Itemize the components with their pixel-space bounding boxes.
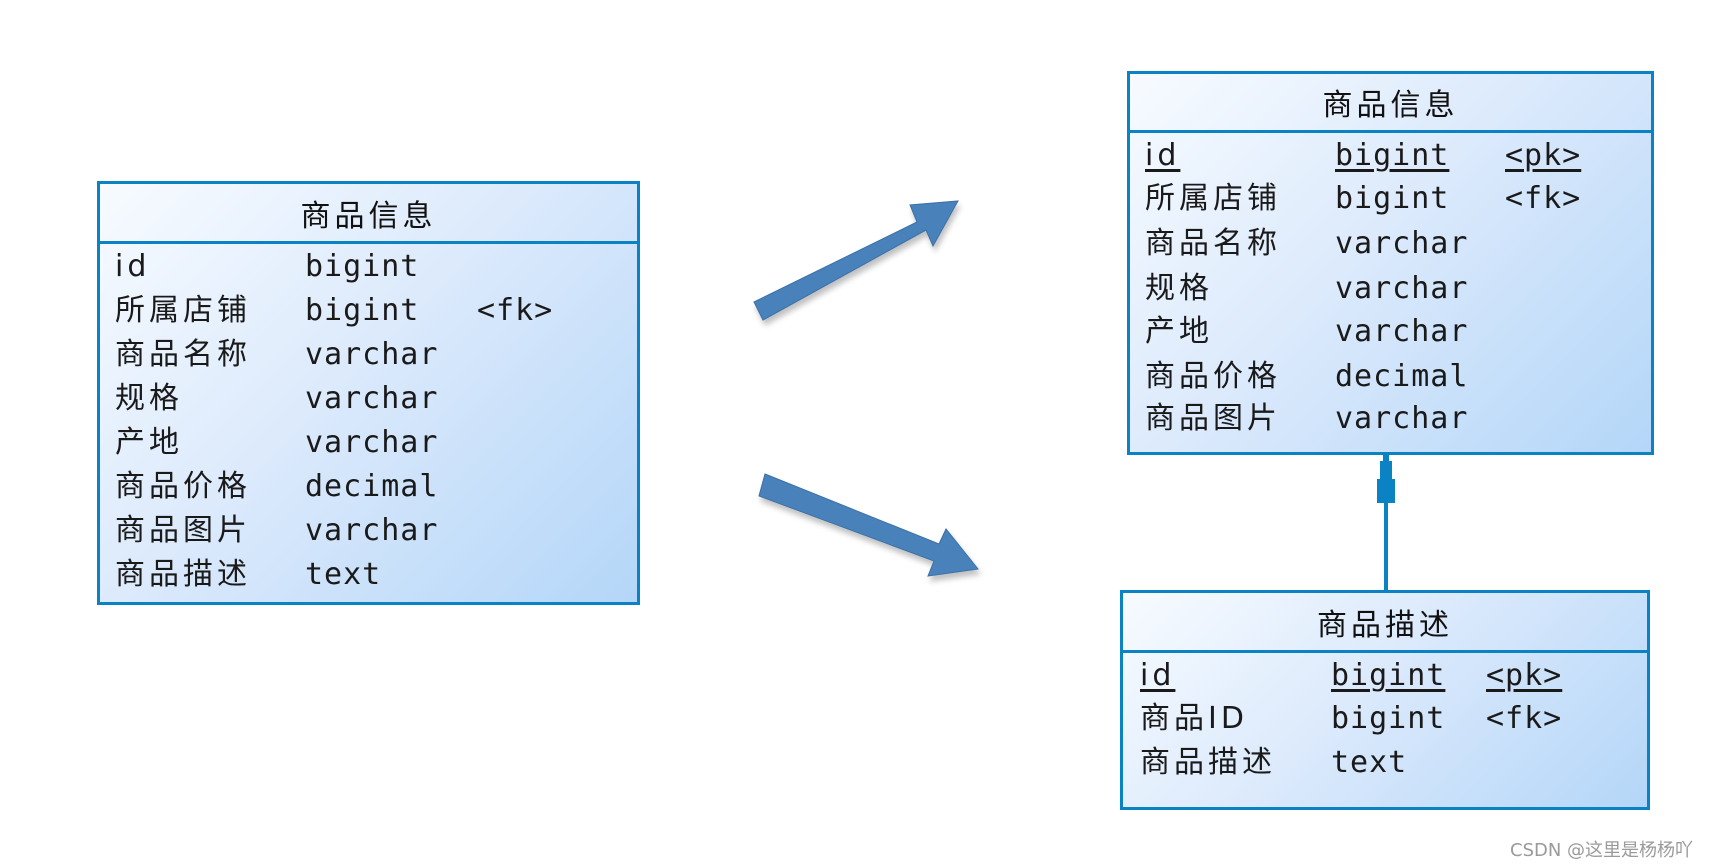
column-type: text [305,557,382,592]
column-name: 规格 [1145,271,1213,306]
column-name: 商品描述 [1140,745,1276,780]
column-type: bigint [305,293,420,328]
column-name: 商品名称 [1145,226,1281,261]
column-type: bigint [1335,181,1450,216]
column-name: 所属店铺 [115,293,251,328]
column-type: varchar [1335,271,1469,306]
entity-title: 商品信息 [100,184,637,244]
column-name: 商品ID [1140,701,1248,736]
column-type: varchar [305,425,439,460]
column-name: 所属店铺 [1145,181,1281,216]
column-name: 商品名称 [115,337,251,372]
table-row: 所属店铺 bigint <fk> [100,291,637,331]
column-type: bigint [1335,138,1450,173]
column-name: 商品图片 [115,513,251,548]
table-row-primary-key: id bigint <pk> [1123,656,1647,696]
column-key: <fk> [1486,701,1563,736]
column-type: varchar [1335,314,1469,349]
table-row: 产地 varchar [1130,312,1651,352]
column-name: id [1140,658,1176,693]
table-row: 商品ID bigint <fk> [1123,699,1647,739]
column-type: varchar [305,381,439,416]
column-key: <pk> [1505,138,1582,173]
column-type: bigint [1331,701,1446,736]
relationship-connector [1377,455,1395,592]
entity-product-description[interactable]: 商品描述 id bigint <pk> 商品ID bigint <fk> 商品描… [1120,590,1650,810]
watermark: CSDN @这里是杨杨吖 [1510,840,1694,861]
column-key: <pk> [1486,658,1563,693]
column-type: bigint [305,249,420,284]
column-name: id [1145,138,1181,173]
entity-title: 商品信息 [1130,74,1651,133]
table-row: id bigint [100,247,637,287]
column-name: 规格 [115,381,183,416]
column-type: text [1331,745,1408,780]
column-type: varchar [305,513,439,548]
table-row: 商品价格 decimal [1130,357,1651,397]
table-row: 规格 varchar [1130,269,1651,309]
entity-left-product-info[interactable]: 商品信息 id bigint 所属店铺 bigint <fk> 商品名称 var… [97,181,640,605]
table-row: 商品名称 varchar [100,335,637,375]
table-row-primary-key: id bigint <pk> [1130,136,1651,176]
column-type: varchar [1335,401,1469,436]
column-name: id [115,249,151,284]
column-name: 产地 [115,425,183,460]
column-type: varchar [1335,226,1469,261]
table-row: 规格 varchar [100,379,637,419]
column-type: decimal [1335,359,1469,394]
entity-right-product-info[interactable]: 商品信息 id bigint <pk> 所属店铺 bigint <fk> 商品名… [1127,71,1654,455]
arrow-down-shape [758,473,979,577]
arrow-up-shape [753,200,959,321]
column-name: 商品价格 [115,469,251,504]
column-type: varchar [305,337,439,372]
table-row: 所属店铺 bigint <fk> [1130,179,1651,219]
entity-title: 商品描述 [1123,593,1647,653]
column-name: 产地 [1145,314,1213,349]
column-key: <fk> [477,293,554,328]
table-row: 商品描述 text [100,555,637,595]
column-name: 商品描述 [115,557,251,592]
table-row: 商品图片 varchar [1130,399,1651,439]
column-type: decimal [305,469,439,504]
table-row: 商品名称 varchar [1130,224,1651,264]
column-name: 商品价格 [1145,359,1281,394]
table-row: 商品价格 decimal [100,467,637,507]
table-row: 商品图片 varchar [100,511,637,551]
table-row: 产地 varchar [100,423,637,463]
column-type: bigint [1331,658,1446,693]
table-row: 商品描述 text [1123,743,1647,783]
column-key: <fk> [1505,181,1582,216]
column-name: 商品图片 [1145,401,1281,436]
